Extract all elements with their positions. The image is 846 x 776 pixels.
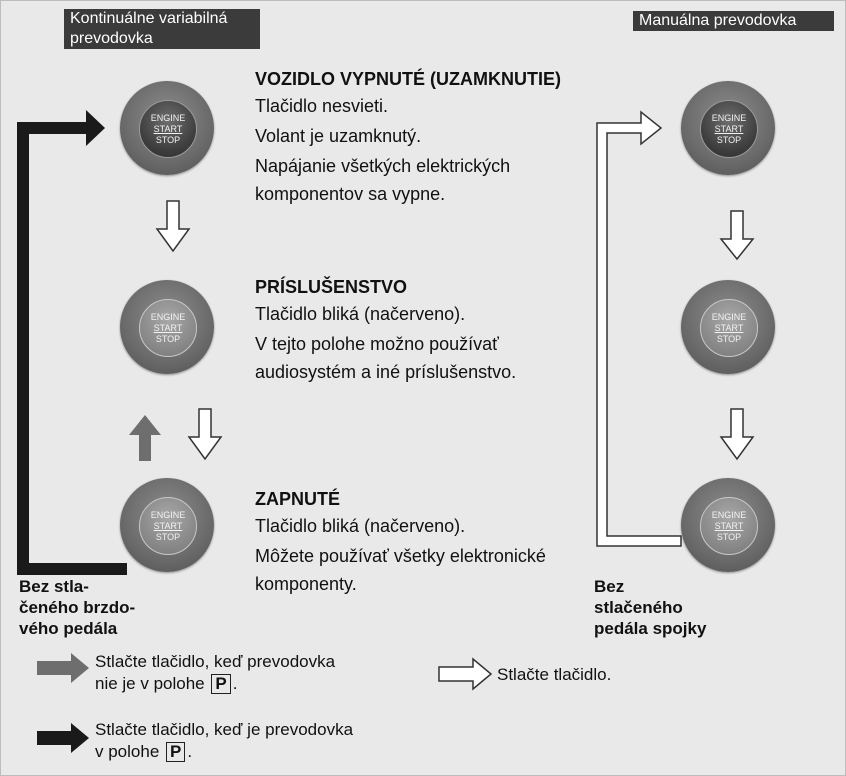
button-label-engine: ENGINE	[711, 510, 747, 520]
button-label-stop: STOP	[155, 334, 181, 344]
manual-tag-label: Manuálna prevodovka	[639, 12, 797, 29]
manual-transmission-tag: Manuálna prevodovka	[633, 11, 834, 31]
button-face: ENGINE START STOP	[139, 100, 197, 158]
caption-line: vého pedála	[19, 619, 118, 638]
manual-engine-button-accessory: ENGINE START STOP	[681, 280, 775, 374]
button-face: ENGINE START STOP	[139, 299, 197, 357]
button-label-stop: STOP	[716, 532, 742, 542]
legend-black-line2: v polohe P.	[95, 741, 353, 763]
legend-gray-line1: Stlačte tlačidlo, keď prevodovka	[95, 652, 336, 671]
button-label-engine: ENGINE	[711, 113, 747, 123]
legend-gray-line2-text: nie je v polohe	[95, 674, 205, 693]
caption-line: Bez stla-	[19, 577, 89, 596]
button-face: ENGINE START STOP	[700, 497, 758, 555]
legend-white-arrow: Stlačte tlačidlo.	[497, 665, 612, 684]
caption-line: čeného brzdo-	[19, 598, 136, 617]
button-face: ENGINE START STOP	[700, 299, 758, 357]
engine-start-stop-button-on: ENGINE START STOP	[120, 478, 214, 572]
gray-arrow-icon	[129, 415, 161, 461]
state-accessory-title: PRÍSLUŠENSTVO	[255, 277, 408, 297]
black-loop-tail	[17, 563, 127, 575]
state-off-line: Tlačidlo nesvieti.	[255, 96, 389, 116]
legend-black-line2-text: v polohe	[95, 742, 160, 761]
button-label-start: START	[153, 521, 183, 531]
button-label-start: START	[714, 124, 744, 134]
white-arrow-icon	[719, 408, 755, 461]
cvt-tag-line1: Kontinuálne variabilná	[70, 10, 228, 27]
button-label-start: START	[153, 124, 183, 134]
state-off-line: Napájanie všetkých elektrických	[255, 156, 511, 176]
park-position-box: P	[211, 674, 231, 694]
gray-arrow-icon	[37, 653, 89, 683]
white-arrow-icon	[438, 657, 493, 691]
black-loop-arrow	[17, 110, 105, 575]
caption-line: Bez	[594, 577, 625, 596]
state-on-line: komponenty.	[255, 574, 357, 594]
manual-engine-button-on: ENGINE START STOP	[681, 478, 775, 572]
button-label-engine: ENGINE	[150, 113, 186, 123]
legend-period: .	[187, 742, 193, 761]
button-face: ENGINE START STOP	[700, 100, 758, 158]
button-label-stop: STOP	[716, 135, 742, 145]
legend-gray-arrow: Stlačte tlačidlo, keď prevodovka nie je …	[95, 651, 335, 695]
caption-line: pedála spojky	[594, 619, 707, 638]
state-accessory-line: V tejto polohe možno používať	[255, 334, 499, 354]
button-label-stop: STOP	[155, 135, 181, 145]
caption-clutch-pedal: Bez stlačeného pedála spojky	[594, 576, 706, 639]
cvt-tag-line2: prevodovka	[70, 30, 153, 47]
white-arrow-icon	[719, 210, 755, 261]
button-label-start: START	[714, 521, 744, 531]
white-arrow-icon	[155, 200, 191, 253]
button-label-engine: ENGINE	[711, 312, 747, 322]
button-label-engine: ENGINE	[150, 312, 186, 322]
state-accessory-line: Tlačidlo bliká (načerveno).	[255, 304, 466, 324]
white-loop-arrow	[596, 110, 682, 547]
button-label-stop: STOP	[155, 532, 181, 542]
legend-black-line1: Stlačte tlačidlo, keď je prevodovka	[95, 720, 354, 739]
button-face: ENGINE START STOP	[139, 497, 197, 555]
engine-start-stop-button-off: ENGINE START STOP	[120, 81, 214, 175]
button-label-stop: STOP	[716, 334, 742, 344]
state-on-line: Môžete používať všetky elektronické	[255, 546, 546, 566]
state-off-title: VOZIDLO VYPNUTÉ (UZAMKNUTIE)	[255, 69, 561, 89]
white-arrow-icon	[187, 408, 223, 461]
state-off-line: komponentov sa vypne.	[255, 184, 446, 204]
caption-line: stlačeného	[594, 598, 683, 617]
legend-black-arrow: Stlačte tlačidlo, keď je prevodovka v po…	[95, 719, 353, 763]
state-on-line: Tlačidlo bliká (načerveno).	[255, 516, 466, 536]
manual-engine-button-off: ENGINE START STOP	[681, 81, 775, 175]
engine-start-stop-button-accessory: ENGINE START STOP	[120, 280, 214, 374]
state-on-title: ZAPNUTÉ	[255, 489, 340, 509]
black-arrow-icon	[37, 723, 89, 753]
legend-period: .	[232, 674, 238, 693]
state-accessory-line: audiosystém a iné príslušenstvo.	[255, 362, 517, 382]
button-label-engine: ENGINE	[150, 510, 186, 520]
caption-brake-pedal: Bez stla- čeného brzdo- vého pedála	[19, 576, 135, 639]
button-label-start: START	[714, 323, 744, 333]
cvt-transmission-tag: Kontinuálne variabilná prevodovka	[64, 9, 260, 49]
legend-gray-line2: nie je v polohe P.	[95, 673, 335, 695]
park-position-box: P	[166, 742, 186, 762]
state-off-line: Volant je uzamknutý.	[255, 126, 422, 146]
button-label-start: START	[153, 323, 183, 333]
